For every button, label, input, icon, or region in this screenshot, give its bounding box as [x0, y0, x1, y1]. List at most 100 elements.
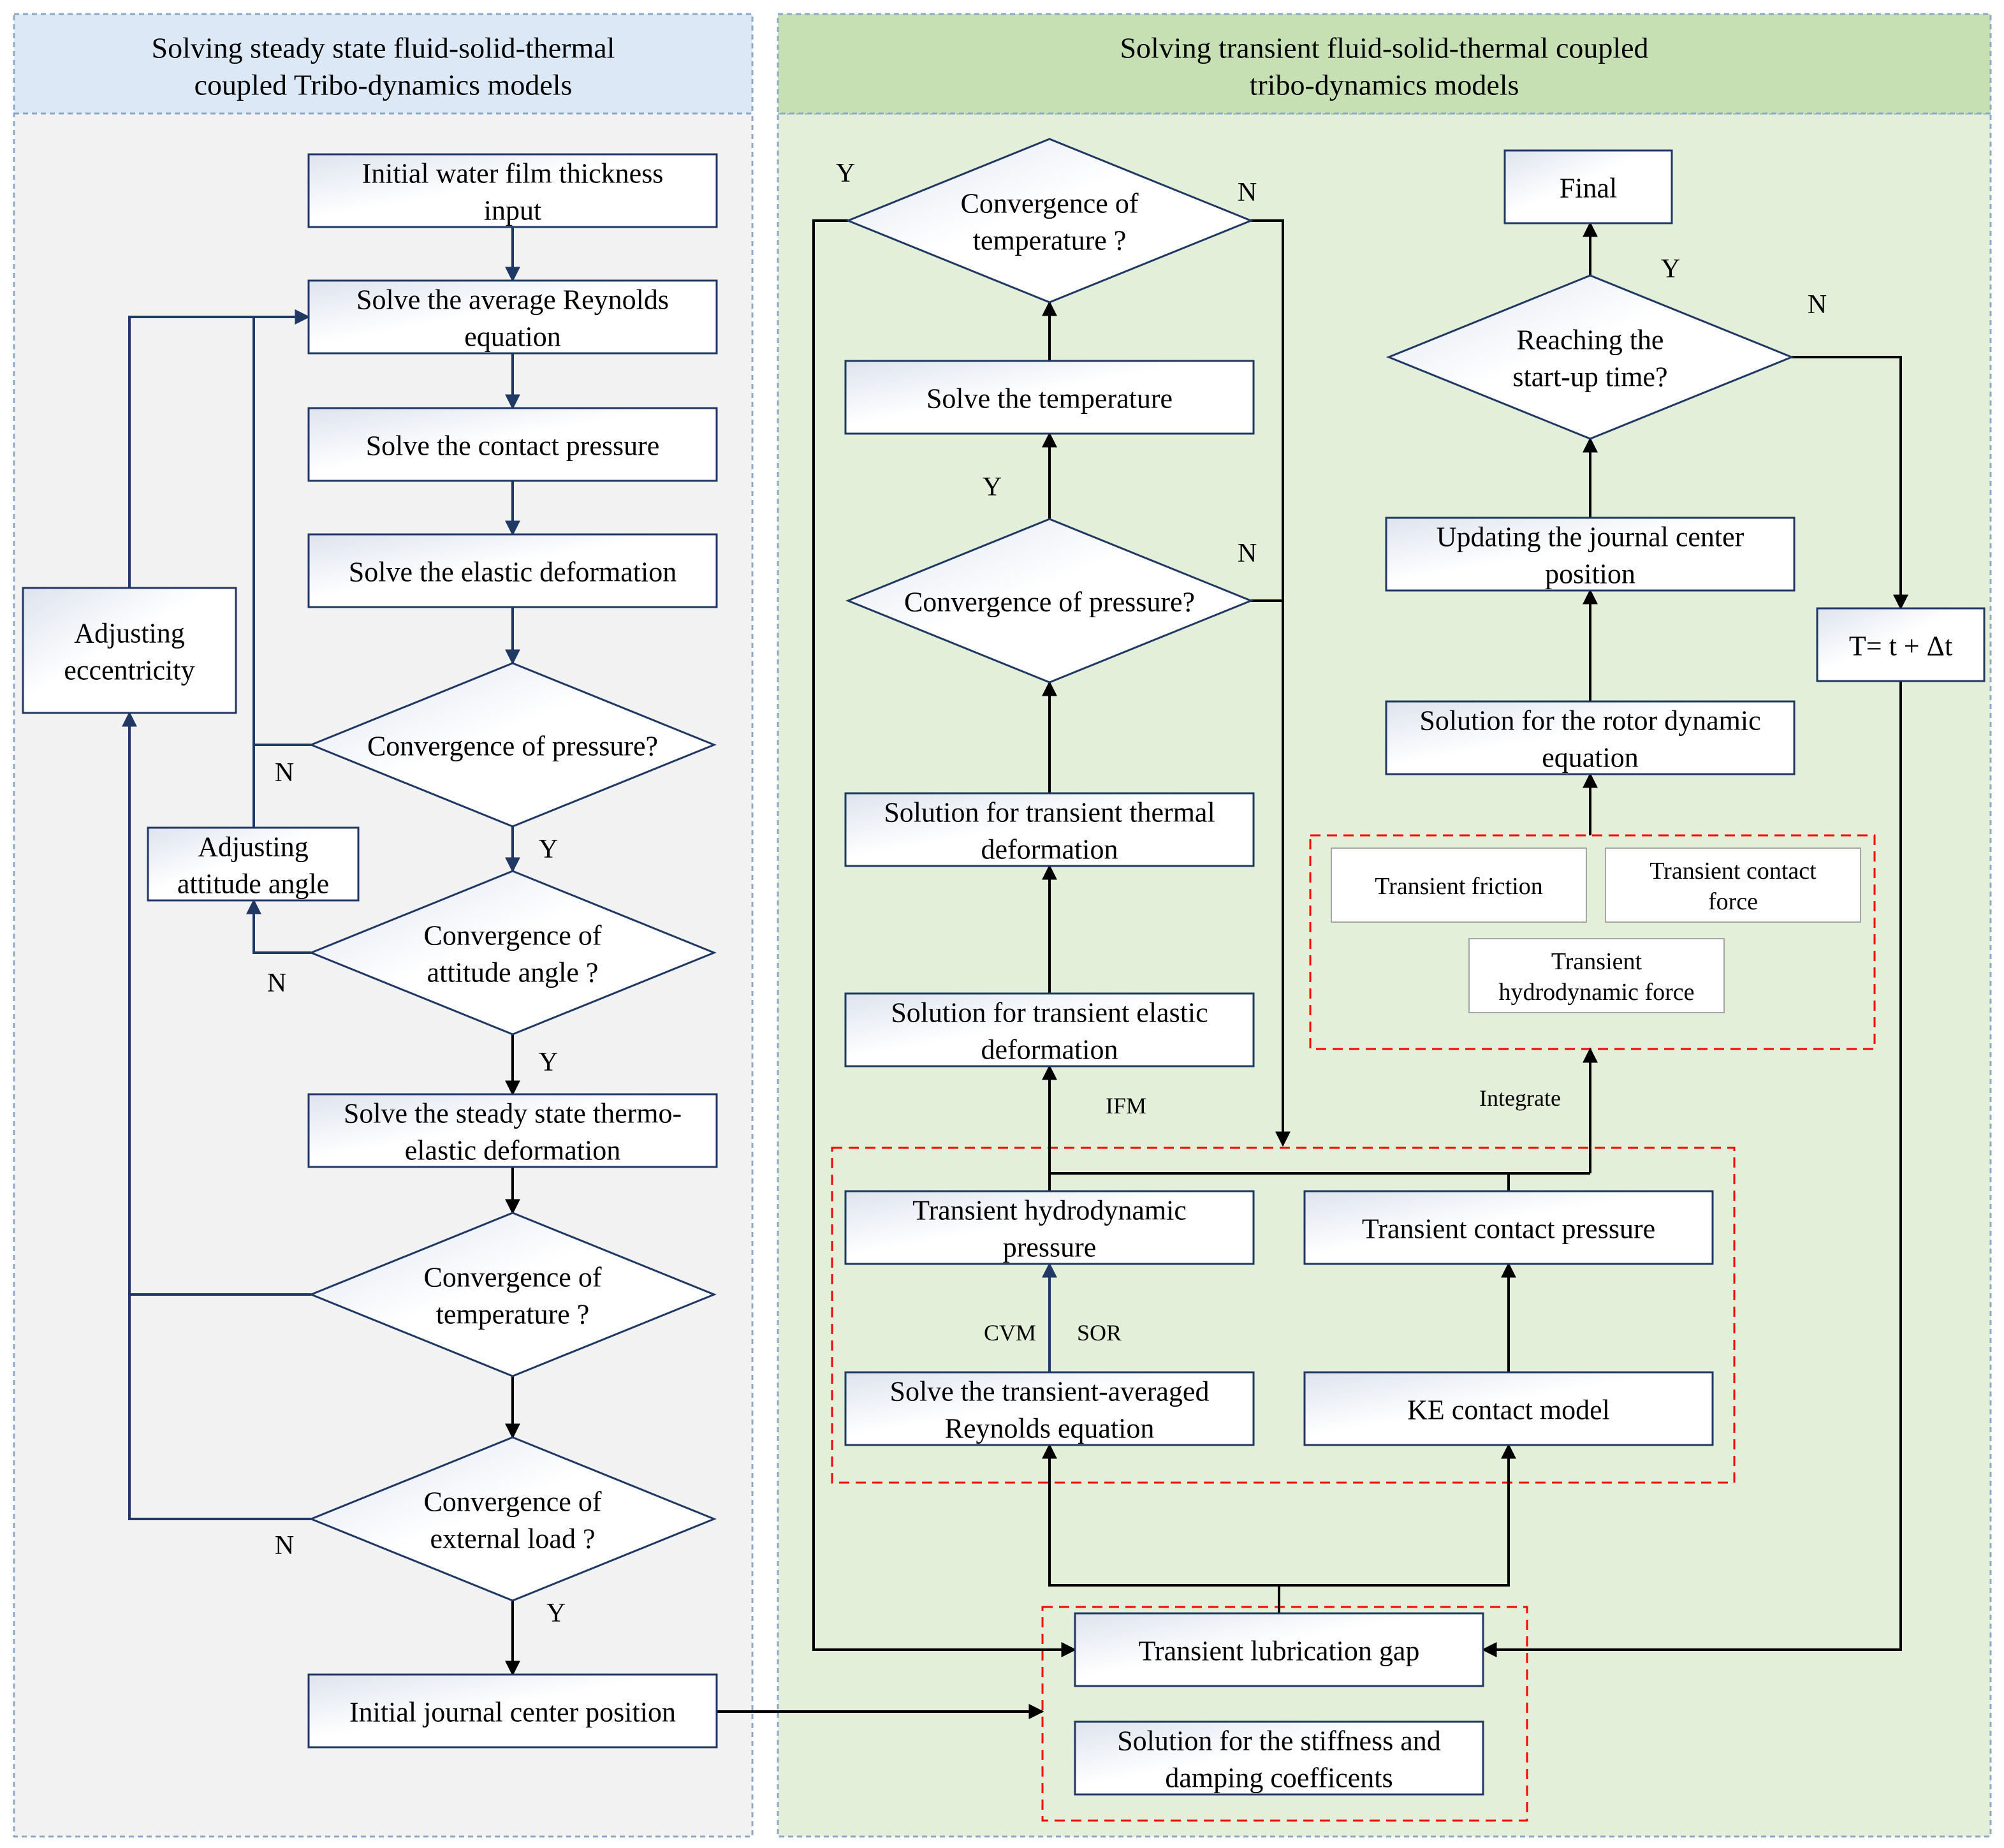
transient-lubrication-gap-box-text: Transient lubrication gap — [1139, 1636, 1420, 1667]
transient-contact-pressure-box-text: Transient contact pressure — [1362, 1214, 1655, 1245]
transient-friction-box[interactable]: Transient friction — [1331, 847, 1587, 923]
rotor-dynamic-equation-box[interactable]: Solution for the rotor dynamic equation — [1385, 700, 1796, 775]
time-step-box[interactable]: T= t + Δt — [1816, 607, 1986, 682]
adjusting-attitude-box-text: Adjusting — [198, 832, 309, 863]
transient-thermal-deformation-box[interactable]: Solution for transient thermaldeformatio… — [844, 792, 1255, 867]
convergence-temperature-diamond-text: temperature ? — [436, 1299, 590, 1330]
solve-thermo-elastic-box[interactable]: Solve the steady state thermo-elastic de… — [307, 1093, 718, 1168]
connectors — [122, 219, 1908, 1719]
label-y-pressure: Y — [539, 835, 558, 864]
initial-water-film-box-text: Initial water film thickness — [362, 158, 664, 189]
final-box[interactable]: Final — [1503, 149, 1673, 224]
solve-thermo-elastic-box-shape — [307, 1093, 718, 1168]
solve-elastic-deformation-box-shape — [307, 533, 718, 608]
transient-hydrodynamic-force-box-text: hydrodynamic force — [1498, 979, 1694, 1006]
label-n-pressure-r: N — [1238, 539, 1257, 568]
label-cvm: CVM — [984, 1320, 1036, 1346]
convergence-pressure-r-diamond-shape — [845, 518, 1254, 684]
solve-reynolds-box-shape — [307, 279, 718, 355]
arrow-load-n-to-ecc — [122, 711, 311, 1520]
transient-hydrodynamic-force-box-text: Transient — [1551, 948, 1642, 975]
update-journal-center-box-shape — [1385, 517, 1796, 592]
convergence-load-diamond-shape — [309, 1436, 717, 1602]
label-n-reach: N — [1808, 290, 1827, 319]
time-step-box-shape — [1816, 607, 1986, 682]
right-panel-title-text: tribo-dynamics models — [1250, 69, 1519, 101]
convergence-temperature-r-diamond-shape — [845, 138, 1254, 304]
right-panel-title: Solving transient fluid-solid-thermal co… — [1120, 32, 1648, 101]
transient-lubrication-gap-box[interactable]: Transient lubrication gap — [1074, 1612, 1484, 1687]
solve-elastic-deformation-box[interactable]: Solve the elastic deformation — [307, 533, 718, 608]
arrow-timestep-to-gap — [1481, 681, 1902, 1657]
right-panel-title-text: Solving transient fluid-solid-thermal co… — [1120, 32, 1648, 64]
right-panel — [777, 13, 1992, 1838]
rotor-dynamic-equation-box-shape — [1385, 700, 1796, 775]
transient-thermal-deformation-box-shape — [844, 792, 1255, 867]
reaching-startup-diamond-shape — [1386, 274, 1794, 440]
convergence-pressure-r-diamond[interactable]: Convergence of pressure? — [845, 518, 1254, 684]
forces-group — [1309, 834, 1876, 1050]
left-panel-title-text: Solving steady state fluid-solid-thermal — [152, 32, 615, 64]
reaching-startup-diamond-text: Reaching the — [1517, 325, 1664, 356]
label-sor: SOR — [1077, 1320, 1122, 1346]
initial-water-film-box-text: input — [484, 195, 541, 226]
solve-temperature-box[interactable]: Solve the temperature — [844, 360, 1255, 435]
solve-contact-pressure-box[interactable]: Solve the contact pressure — [307, 407, 718, 482]
solve-contact-pressure-box-text: Solve the contact pressure — [366, 430, 660, 462]
arrow-pressure-n-to-reynolds — [252, 309, 311, 746]
label-n-load: N — [275, 1531, 294, 1560]
transient-lubrication-gap-box-shape — [1074, 1612, 1484, 1687]
transient-elastic-deformation-box-text: Solution for transient elastic — [891, 997, 1208, 1029]
solve-contact-pressure-box-shape — [307, 407, 718, 482]
pressure-solver-group — [831, 1147, 1736, 1484]
arrow-gap-to-reynolds — [1042, 1443, 1280, 1613]
transient-elastic-deformation-box[interactable]: Solution for transient elasticdeformatio… — [844, 992, 1255, 1067]
label-y-load: Y — [546, 1599, 566, 1628]
solve-elastic-deformation-box-text: Solve the elastic deformation — [349, 557, 677, 588]
right-panel-header — [777, 13, 1992, 115]
transient-contact-force-box-text: force — [1708, 888, 1758, 915]
convergence-temperature-diamond-shape — [309, 1212, 717, 1377]
ke-contact-model-box[interactable]: KE contact model — [1303, 1371, 1714, 1446]
rotor-dynamic-equation-box-text: equation — [1542, 742, 1639, 774]
initial-journal-center-box[interactable]: Initial journal center position — [307, 1673, 718, 1749]
arrow-attitude-n-to-adjusting — [246, 898, 311, 954]
arrow-ecc-to-reynolds — [128, 316, 254, 588]
convergence-pressure-diamond-shape — [309, 662, 717, 828]
convergence-attitude-diamond-shape — [309, 870, 717, 1036]
convergence-pressure-diamond[interactable]: Convergence of pressure? — [309, 662, 717, 828]
transient-hydrodynamic-pressure-box-shape — [844, 1190, 1255, 1265]
convergence-attitude-diamond-text: Convergence of — [424, 920, 602, 951]
label-n-pressure: N — [275, 758, 294, 788]
rotor-dynamic-equation-box-text: Solution for the rotor dynamic — [1419, 705, 1760, 737]
solve-temperature-box-shape — [844, 360, 1255, 435]
update-journal-center-box-text: Updating the journal center — [1437, 522, 1744, 553]
arrow-convtemp-n-to-group — [1251, 219, 1291, 1147]
left-panel-title: Solving steady state fluid-solid-thermal… — [152, 32, 615, 101]
transient-hydrodynamic-force-box[interactable]: Transient hydrodynamic force — [1468, 938, 1725, 1013]
time-step-box-text: T= t + Δt — [1849, 631, 1952, 662]
initial-water-film-box[interactable]: Initial water film thickness input — [307, 153, 718, 228]
label-y-reach: Y — [1661, 254, 1680, 284]
solve-transient-reynolds-box-text: Reynolds equation — [945, 1413, 1155, 1444]
arrow-convtemp-y-to-gap — [812, 219, 1077, 1657]
stiffness-damping-box-text: damping coefficents — [1165, 1763, 1393, 1794]
arrow-gap-to-ke — [1279, 1443, 1516, 1587]
transient-contact-pressure-box[interactable]: Transient contact pressure — [1303, 1190, 1714, 1265]
